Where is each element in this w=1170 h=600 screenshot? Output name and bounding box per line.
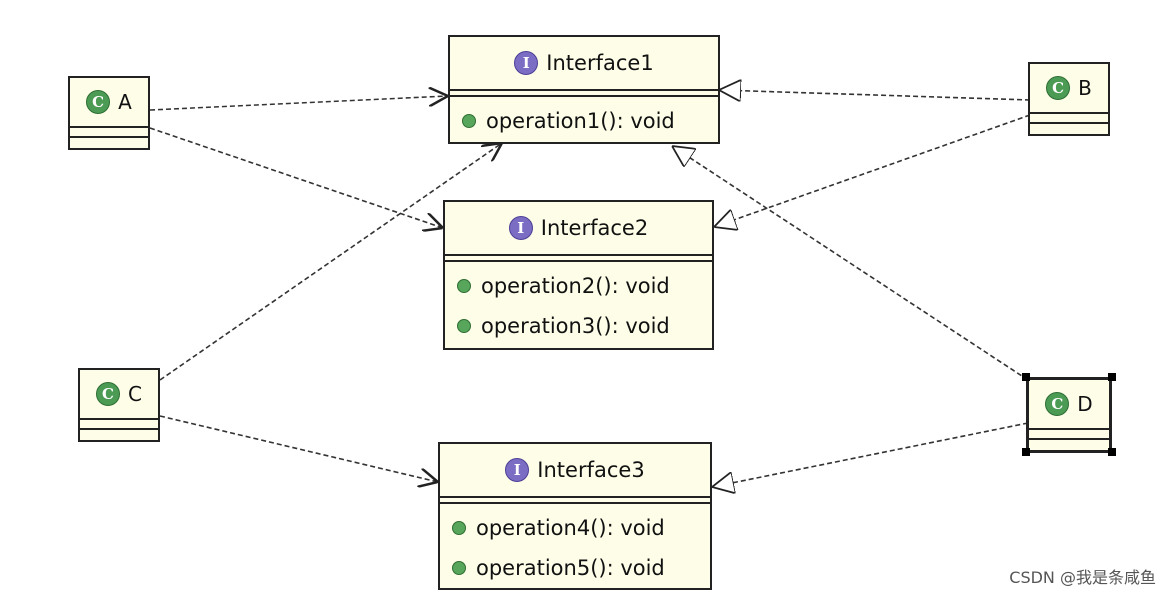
- operation-item[interactable]: operation4(): void: [452, 508, 698, 548]
- class-d-box[interactable]: C D: [1026, 377, 1112, 453]
- interface3-divider: [440, 496, 710, 504]
- operation-item[interactable]: operation5(): void: [452, 548, 698, 588]
- interface2-header: I Interface2: [445, 202, 712, 254]
- interface3-name: Interface3: [537, 458, 645, 482]
- class-a-box[interactable]: C A: [68, 76, 150, 150]
- interface1-operations: operation1(): void: [450, 97, 718, 145]
- class-icon: C: [86, 90, 111, 114]
- class-c-box[interactable]: C C: [78, 368, 160, 442]
- public-method-icon: [462, 114, 476, 128]
- interface2-box[interactable]: I Interface2 operation2(): void operatio…: [443, 200, 714, 350]
- operation-label: operation3(): void: [481, 314, 670, 338]
- operation-label: operation4(): void: [476, 516, 665, 540]
- interface1-name: Interface1: [546, 51, 654, 75]
- interface-icon: I: [508, 216, 533, 240]
- edge-a-interface2: [149, 127, 443, 228]
- class-c-header: C C: [80, 370, 158, 418]
- interface1-divider: [450, 89, 718, 97]
- public-method-icon: [452, 561, 466, 575]
- class-b-header: C B: [1030, 64, 1108, 112]
- class-icon: C: [1045, 392, 1070, 416]
- interface1-header: I Interface1: [450, 37, 718, 89]
- class-d-name: D: [1077, 392, 1093, 416]
- interface3-header: I Interface3: [440, 444, 710, 496]
- interface2-divider: [445, 254, 712, 262]
- selection-handle[interactable]: [1022, 448, 1030, 456]
- edge-b-interface2: [714, 114, 1031, 227]
- selection-handle[interactable]: [1108, 373, 1116, 381]
- class-icon: C: [96, 382, 121, 406]
- operation-item[interactable]: operation3(): void: [457, 306, 700, 346]
- class-b-name: B: [1078, 76, 1092, 100]
- operation-item[interactable]: operation2(): void: [457, 266, 700, 306]
- class-c-name: C: [128, 382, 142, 406]
- class-a-compartments: [70, 126, 148, 138]
- operation-label: operation5(): void: [476, 556, 665, 580]
- interface3-box[interactable]: I Interface3 operation4(): void operatio…: [438, 442, 712, 590]
- class-d-header: C D: [1029, 380, 1109, 428]
- class-b-box[interactable]: C B: [1028, 62, 1110, 136]
- edge-c-interface1: [159, 143, 502, 381]
- watermark: CSDN @我是条咸鱼: [1009, 568, 1156, 587]
- interface1-box[interactable]: I Interface1 operation1(): void: [448, 35, 720, 144]
- class-a-name: A: [118, 90, 132, 114]
- class-icon: C: [1046, 76, 1071, 100]
- operation-item[interactable]: operation1(): void: [462, 101, 706, 141]
- edge-d-interface1: [672, 146, 1029, 381]
- interface-icon: I: [505, 458, 530, 482]
- interface3-operations: operation4(): void operation5(): void: [440, 504, 710, 592]
- class-a-header: C A: [70, 78, 148, 126]
- interface-icon: I: [514, 51, 539, 75]
- selection-handle[interactable]: [1108, 448, 1116, 456]
- operation-label: operation1(): void: [486, 109, 675, 133]
- edge-a-interface1: [149, 96, 448, 111]
- edge-c-interface3: [159, 415, 438, 482]
- class-d-compartments: [1029, 428, 1109, 440]
- operation-label: operation2(): void: [481, 274, 670, 298]
- public-method-icon: [457, 279, 471, 293]
- edge-b-interface1: [719, 90, 1031, 100]
- edge-d-interface3: [712, 422, 1029, 487]
- class-b-compartments: [1030, 112, 1108, 124]
- selection-handle[interactable]: [1022, 373, 1030, 381]
- public-method-icon: [457, 319, 471, 333]
- interface2-operations: operation2(): void operation3(): void: [445, 262, 712, 350]
- public-method-icon: [452, 521, 466, 535]
- class-c-compartments: [80, 418, 158, 430]
- interface2-name: Interface2: [540, 216, 649, 240]
